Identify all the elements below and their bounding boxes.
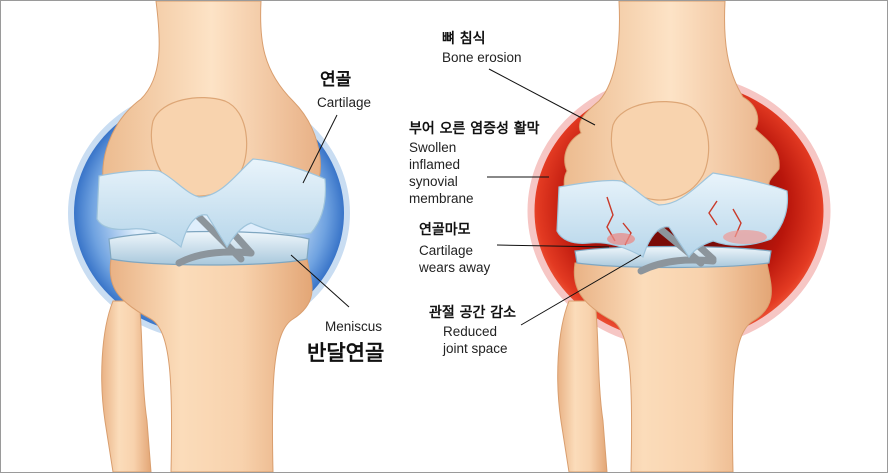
cartilage-wear-spot-right: [723, 230, 767, 244]
healthy-fibula: [101, 300, 152, 472]
swollen-label-line3: synovial: [409, 174, 458, 189]
arthritic-fibula: [557, 300, 608, 472]
cartilage-label-en: Cartilage: [317, 95, 372, 110]
healthy-knee: [68, 1, 350, 472]
leader-meniscus: [290, 254, 350, 308]
joint-space-label-line1: Reduced: [443, 324, 498, 339]
leader-cartilage: [302, 114, 338, 184]
joint-space-label-ko: 관절 공간 감소: [429, 305, 517, 321]
wear-label-line2: wears away: [419, 260, 491, 275]
swollen-label-line2: inflamed: [409, 157, 461, 172]
leader-cartilage-wear: [496, 244, 610, 248]
meniscus-label-ko: 반달연골: [307, 341, 385, 365]
joint-space-label-line2: joint space: [443, 341, 508, 356]
swollen-label-line1: Swollen: [409, 140, 457, 155]
cartilage-wear-spot-left: [607, 233, 635, 245]
bone-erosion-label-ko: 뼈 침식: [442, 31, 486, 47]
cartilage-label-ko: 연골: [320, 70, 352, 90]
wear-label-ko: 연골마모: [419, 222, 471, 238]
bone-erosion-label-en: Bone erosion: [442, 50, 522, 65]
wear-label-line1: Cartilage: [419, 243, 474, 258]
healthy-tibia: [109, 258, 313, 472]
leader-joint-space: [520, 254, 642, 326]
swollen-label-ko: 부어 오른 염증성 활막: [409, 121, 540, 137]
arthritic-knee: [527, 1, 831, 472]
meniscus-label-en: Meniscus: [325, 319, 383, 334]
healthy-meniscus: [108, 230, 310, 266]
healthy-cartilage: [96, 158, 327, 249]
arthritic-patella: [610, 101, 710, 201]
leader-bone-erosion: [488, 68, 596, 126]
swollen-label-line4: membrane: [409, 191, 474, 206]
arthritic-tibia: [573, 262, 772, 472]
